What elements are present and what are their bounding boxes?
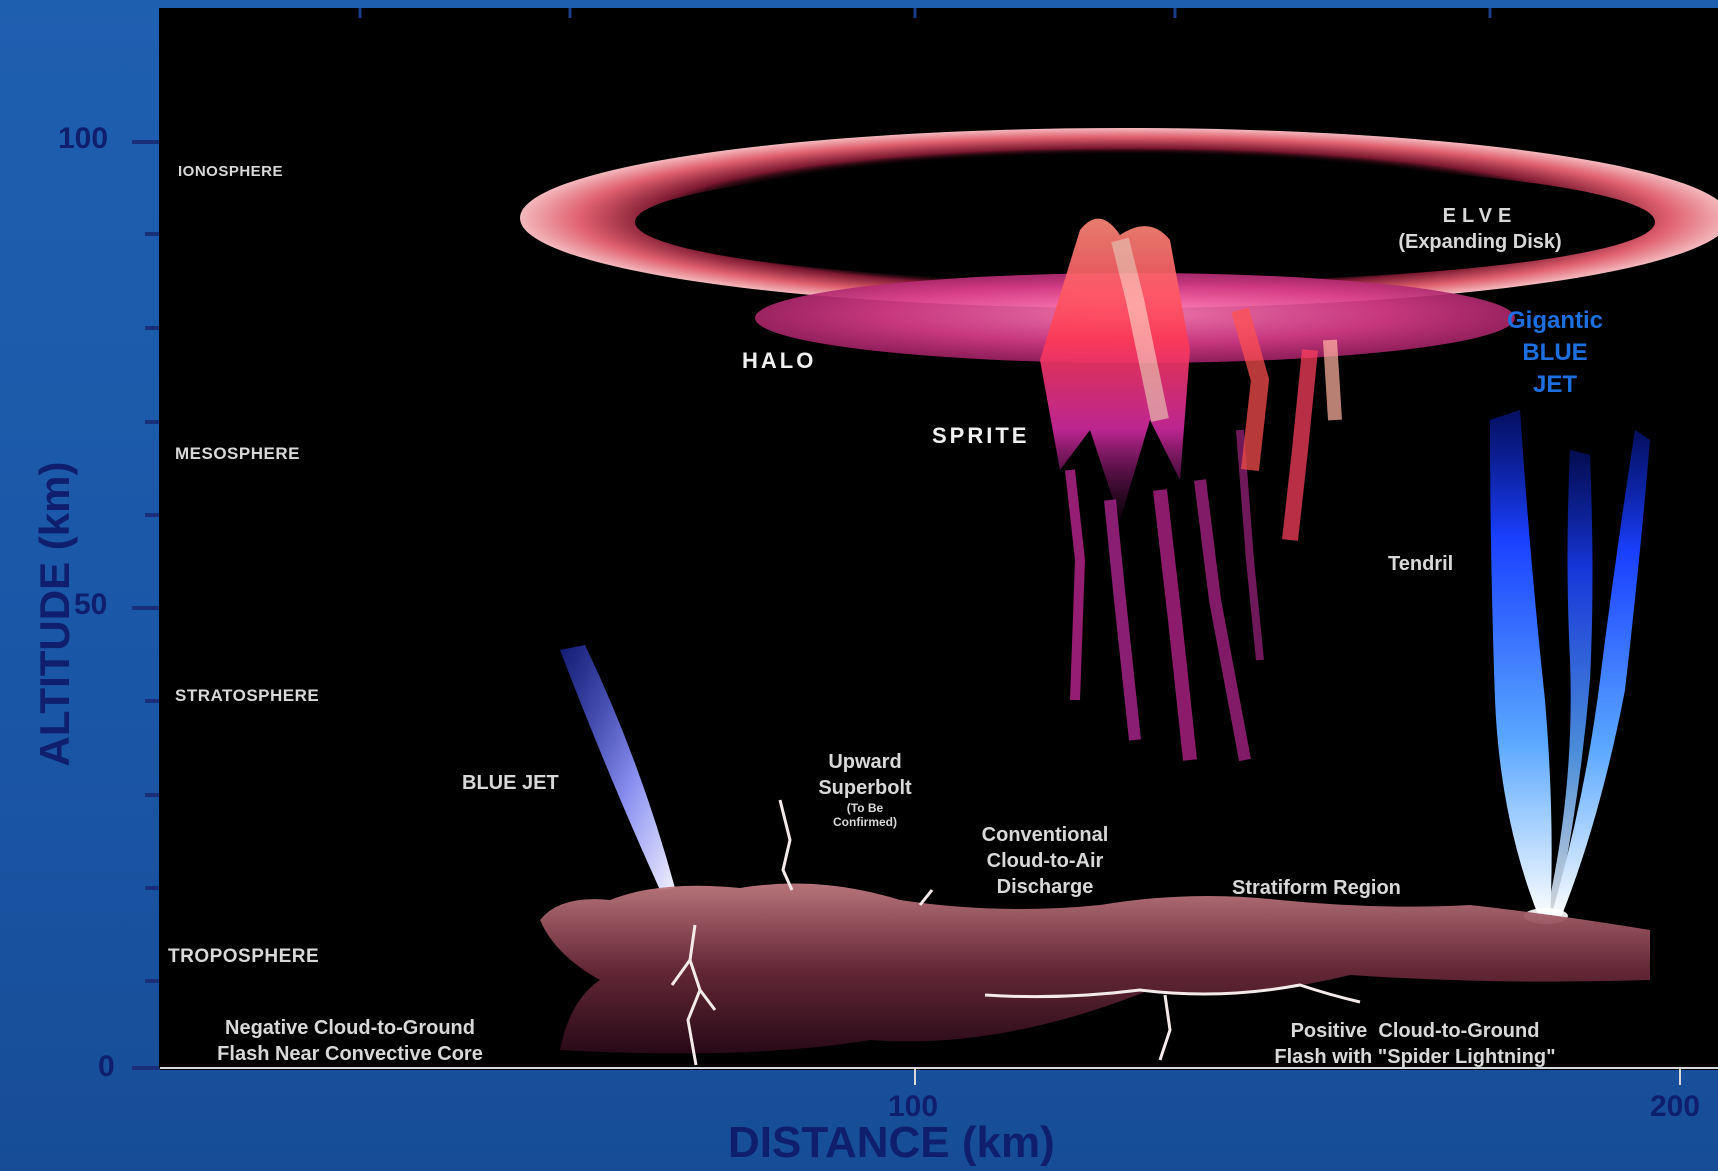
layer-stratosphere: STRATOSPHERE <box>175 686 319 706</box>
gigantic-jet-label: Gigantic BLUE JET <box>1500 305 1610 401</box>
cloud-to-air-label: Conventional Cloud-to-Air Discharge <box>955 822 1135 900</box>
x-axis-title: DISTANCE (km) <box>728 1118 1055 1168</box>
positive-cg-line1: Positive Cloud-to-Ground <box>1225 1018 1605 1044</box>
layer-ionosphere: IONOSPHERE <box>178 163 283 180</box>
y-tick-0: 0 <box>98 1050 115 1084</box>
x-tick-200: 200 <box>1650 1090 1700 1124</box>
elve-subtitle: (Expanding Disk) <box>1360 229 1600 255</box>
elve-label: ELVE (Expanding Disk) <box>1360 203 1600 255</box>
x-axis-ticks <box>915 1068 1680 1085</box>
superbolt-label: Upward Superbolt (To Be Confirmed) <box>790 749 940 829</box>
stratiform-label: Stratiform Region <box>1232 877 1401 900</box>
y-tick-50: 50 <box>74 588 107 622</box>
elve-title: ELVE <box>1360 203 1600 229</box>
gigantic-jet-line1: Gigantic <box>1500 305 1610 337</box>
halo-label: HALO <box>742 348 816 374</box>
blue-jet-label: BLUE JET <box>462 772 559 795</box>
superbolt-line2: Superbolt <box>790 775 940 801</box>
positive-cg-label: Positive Cloud-to-Ground Flash with "Spi… <box>1225 1018 1605 1070</box>
negative-cg-line2: Flash Near Convective Core <box>160 1041 540 1067</box>
layer-troposphere: TROPOSPHERE <box>168 946 319 968</box>
tendril-label: Tendril <box>1388 553 1453 576</box>
cloud-to-air-line1: Conventional <box>955 822 1135 848</box>
cloud-to-air-line3: Discharge <box>955 874 1135 900</box>
sprite-label: SPRITE <box>932 423 1029 449</box>
superbolt-note1: (To Be <box>790 801 940 815</box>
gigantic-jet-line2: BLUE <box>1500 337 1610 369</box>
gigantic-jet-line3: JET <box>1500 369 1610 401</box>
y-axis-title: ALTITUDE (km) <box>31 449 79 779</box>
cloud-to-air-line2: Cloud-to-Air <box>955 848 1135 874</box>
superbolt-line1: Upward <box>790 749 940 775</box>
layer-mesosphere: MESOSPHERE <box>175 444 300 464</box>
positive-cg-line2: Flash with "Spider Lightning" <box>1225 1044 1605 1070</box>
negative-cg-label: Negative Cloud-to-Ground Flash Near Conv… <box>160 1015 540 1067</box>
negative-cg-line1: Negative Cloud-to-Ground <box>160 1015 540 1041</box>
y-tick-100: 100 <box>58 122 108 156</box>
superbolt-note2: Confirmed) <box>790 815 940 829</box>
y-axis-ticks <box>132 142 160 1068</box>
